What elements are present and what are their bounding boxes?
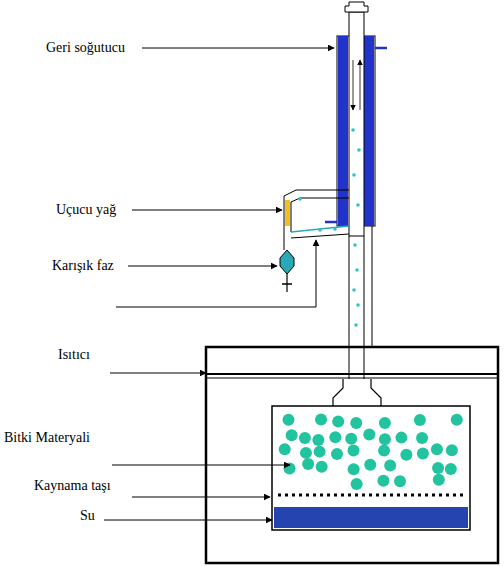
part-label: Kaynama taşı bbox=[34, 478, 111, 495]
heater bbox=[206, 347, 498, 563]
plant-particle bbox=[286, 429, 298, 441]
droplet bbox=[298, 197, 302, 201]
droplet bbox=[353, 243, 357, 247]
droplet bbox=[354, 323, 358, 327]
glass-column bbox=[349, 226, 372, 379]
droplet bbox=[356, 203, 360, 207]
plant-particle bbox=[414, 414, 426, 426]
droplet bbox=[333, 227, 337, 231]
condensate-drops bbox=[298, 128, 361, 327]
droplet bbox=[356, 303, 360, 307]
plant-particle bbox=[282, 414, 294, 426]
water bbox=[274, 507, 468, 528]
plant-particle bbox=[363, 428, 375, 440]
plant-particle bbox=[316, 461, 328, 473]
condenser bbox=[325, 2, 387, 236]
part-label: Bitki Materyali bbox=[4, 430, 90, 447]
boiling-stones bbox=[278, 494, 466, 497]
plant-material bbox=[279, 413, 463, 490]
plant-particle bbox=[300, 447, 312, 459]
droplet bbox=[318, 228, 322, 232]
flask bbox=[272, 406, 470, 530]
plant-particle bbox=[384, 460, 396, 472]
plant-particle bbox=[332, 415, 344, 427]
plant-particle bbox=[378, 445, 390, 457]
plant-particle bbox=[432, 462, 444, 474]
plant-particle bbox=[445, 463, 457, 475]
plant-particle bbox=[312, 434, 324, 446]
plant-particle bbox=[379, 417, 391, 429]
plant-particle bbox=[433, 474, 445, 486]
droplet bbox=[352, 288, 356, 292]
plant-particle bbox=[446, 444, 458, 456]
plant-particle bbox=[431, 443, 443, 455]
flask-neck bbox=[333, 379, 381, 406]
part-label: Geri soğutucu bbox=[46, 40, 125, 57]
droplet bbox=[351, 128, 355, 132]
plant-particle bbox=[395, 432, 407, 444]
droplet bbox=[355, 268, 359, 272]
plant-particle bbox=[394, 475, 406, 487]
plant-particle bbox=[283, 462, 295, 474]
plant-particle bbox=[329, 431, 341, 443]
plant-particle bbox=[345, 433, 357, 445]
plant-particle bbox=[348, 463, 360, 475]
part-label: Su bbox=[80, 508, 95, 525]
plant-particle bbox=[416, 432, 428, 444]
part-label: Isıtıcı bbox=[58, 347, 90, 364]
plant-particle bbox=[400, 449, 412, 461]
separator-bulb bbox=[280, 250, 294, 274]
plant-particle bbox=[417, 447, 429, 459]
stopcock bbox=[282, 283, 292, 285]
plant-particle bbox=[379, 433, 391, 445]
part-label: Karışık faz bbox=[52, 258, 114, 275]
leader-lines bbox=[104, 48, 334, 520]
oil-layer bbox=[285, 200, 290, 226]
plant-particle bbox=[315, 413, 327, 425]
droplet bbox=[352, 173, 356, 177]
plant-particle bbox=[314, 446, 326, 458]
side-arm bbox=[280, 190, 349, 292]
plant-particle bbox=[451, 414, 463, 426]
plant-particle bbox=[377, 475, 389, 487]
part-label: Uçucu yağ bbox=[56, 202, 116, 219]
plant-particle bbox=[348, 445, 360, 457]
droplet bbox=[357, 148, 361, 152]
plant-particle bbox=[299, 432, 311, 444]
plant-particle bbox=[302, 458, 314, 470]
plant-particle bbox=[364, 459, 376, 471]
plant-particle bbox=[279, 443, 291, 455]
plant-particle bbox=[351, 478, 363, 490]
plant-particle bbox=[331, 448, 343, 460]
plant-particle bbox=[350, 417, 362, 429]
